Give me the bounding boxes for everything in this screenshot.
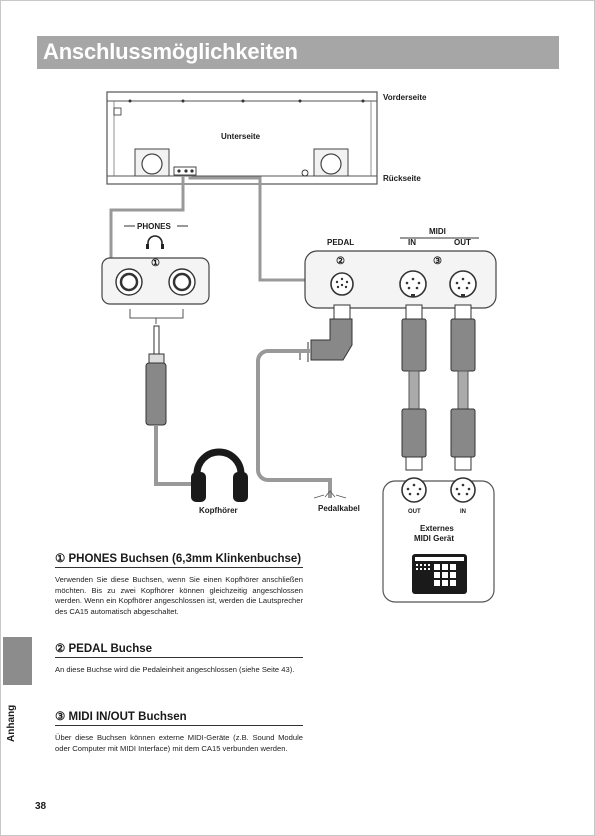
side-tab-marker	[3, 637, 32, 685]
panel-cable-line	[188, 176, 307, 282]
section-rule	[55, 567, 303, 568]
device-out-label: OUT	[408, 509, 421, 515]
page-number: 38	[35, 801, 47, 812]
headphones-icon	[191, 448, 248, 502]
section-heading-phones: ① PHONES Buchsen (6,3mm Klinkenbuchse)	[55, 553, 302, 565]
midi-cables	[401, 304, 476, 471]
device-in-label: IN	[460, 509, 466, 515]
instrument-body	[106, 91, 378, 185]
section-heading-pedal: ② PEDAL Buchse	[55, 643, 153, 655]
marker-2: ②	[336, 256, 345, 267]
title-bar: Anschlussmöglichkeiten	[37, 36, 559, 69]
underside-label: Unterseite	[221, 132, 261, 141]
phones-label: PHONES	[137, 222, 171, 231]
midi-out-label: OUT	[454, 238, 471, 247]
external-device-line2: MIDI Gerät	[414, 534, 455, 543]
pedal-label: PEDAL	[327, 238, 355, 247]
section-heading-midi: ③ MIDI IN/OUT Buchsen	[55, 711, 187, 723]
midi-label: MIDI	[429, 227, 446, 236]
side-tab-label: Anhang	[6, 704, 17, 742]
pedal-cable-caption: Pedalkabel	[318, 504, 360, 513]
front-side-label: Vorderseite	[383, 93, 427, 102]
section-body-midi: Über diese Buchsen können externe MIDI-G…	[55, 733, 303, 753]
midi-device-pad-icon	[412, 554, 467, 594]
marker-3: ③	[433, 256, 442, 267]
headphone-plug	[145, 325, 205, 486]
back-connector-panel	[304, 237, 497, 309]
pedal-plug	[256, 304, 353, 499]
headphones-caption: Kopfhörer	[199, 506, 238, 515]
marker-1: ①	[151, 258, 160, 269]
midi-in-label: IN	[408, 238, 416, 247]
phones-panel	[101, 225, 210, 324]
section-body-pedal: An diese Buchse wird die Pedaleinheit an…	[55, 665, 295, 674]
section-rule	[55, 657, 303, 658]
section-body-phones: Verwenden Sie diese Buchsen, wenn Sie ei…	[55, 575, 303, 616]
rear-side-label: Rückseite	[383, 174, 421, 183]
phones-cable-line	[109, 176, 185, 258]
external-device-line1: Externes	[420, 524, 454, 533]
section-rule	[55, 725, 303, 726]
page-title: Anschlussmöglichkeiten	[43, 39, 298, 64]
connection-diagram	[101, 91, 497, 603]
